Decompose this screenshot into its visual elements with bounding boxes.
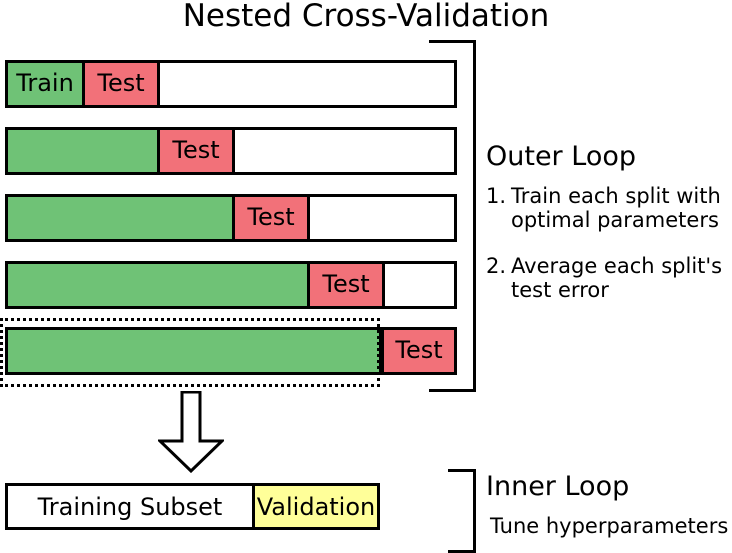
outer-loop-step-2-line-1: Average each split's (511, 253, 723, 278)
outer-loop-bracket (429, 40, 476, 392)
split-row-1: Train Test (5, 60, 457, 108)
split-5-train-segment (8, 330, 379, 372)
split-5-test-segment: Test (381, 327, 457, 375)
split-1-train-label: Train (16, 69, 74, 97)
split-4-test-label: Test (322, 270, 370, 298)
inner-loop-bracket (448, 469, 476, 553)
split-2-test-segment: Test (160, 130, 235, 172)
split-1-test-label: Test (97, 69, 145, 97)
split-row-4: Test (5, 261, 457, 309)
split-3-test-label: Test (247, 203, 295, 231)
inner-split-bar: Training Subset Validation (5, 483, 380, 530)
outer-loop-text-block: Outer Loop 1. Train each split with opti… (486, 142, 732, 302)
inner-loop-subtitle: Tune hyperparameters (490, 513, 729, 538)
outer-loop-step-2-line-2: test error (511, 278, 609, 303)
outer-loop-step-1-text: Train each split with optimal parameters (511, 184, 732, 232)
validation-segment: Validation (255, 486, 377, 527)
outer-loop-heading: Outer Loop (486, 141, 636, 172)
inner-loop-text-block: Inner Loop Tune hyperparameters (486, 472, 732, 538)
outer-loop-step-1-line-1: Train each split with (511, 183, 721, 208)
outer-loop-step-1: 1. Train each split with optimal paramet… (486, 184, 732, 232)
split-row-2: Test (5, 127, 457, 175)
outer-loop-step-2-number: 2. (486, 253, 507, 278)
outer-loop-step-2: 2. Average each split's test error (486, 254, 732, 302)
split-1-test-segment: Test (85, 63, 160, 105)
split-4-test-segment: Test (310, 264, 385, 306)
split-1-train-segment: Train (8, 63, 85, 105)
split-3-test-segment: Test (235, 197, 310, 239)
validation-label: Validation (256, 492, 376, 521)
outer-loop-step-2-text: Average each split's test error (511, 254, 732, 302)
inner-loop-heading: Inner Loop (486, 471, 630, 502)
split-4-train-segment (8, 264, 310, 306)
split-3-train-segment (8, 197, 235, 239)
split-2-train-segment (8, 130, 160, 172)
down-arrow-icon (156, 390, 226, 474)
split-row-3: Test (5, 194, 457, 242)
outer-loop-step-1-number: 1. (486, 183, 507, 208)
training-subset-label: Training Subset (37, 492, 223, 521)
outer-loop-step-1-line-2: optimal parameters (511, 207, 719, 232)
split-2-test-label: Test (172, 136, 220, 164)
split-row-5 (5, 327, 382, 375)
page-title: Nested Cross-Validation (182, 0, 550, 34)
split-5-test-label: Test (395, 336, 443, 364)
training-subset-segment: Training Subset (8, 486, 255, 527)
selected-split-highlight-box (0, 318, 380, 387)
